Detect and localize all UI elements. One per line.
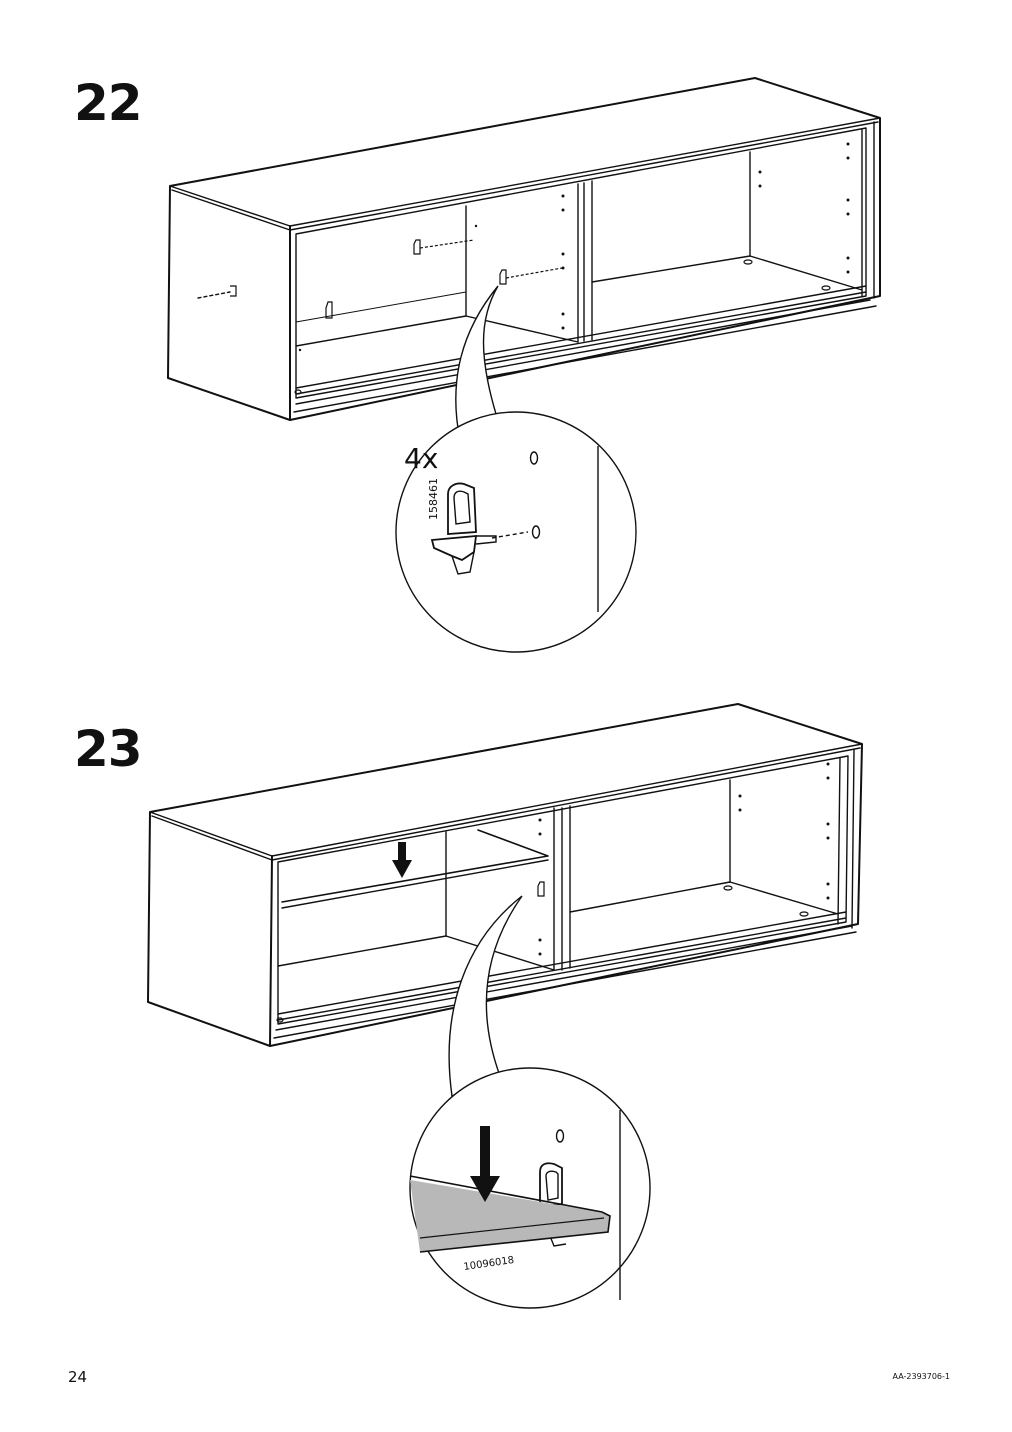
down-arrow-icon — [470, 1126, 500, 1202]
part-number-label: 158461 — [427, 478, 440, 520]
detail-circle — [395, 411, 637, 653]
step-22-illustration: 4x 158461 — [167, 77, 881, 653]
down-arrow-icon — [392, 842, 412, 878]
shelf-pin-icon — [325, 301, 333, 319]
shelf — [281, 829, 549, 903]
cabinet-outline — [147, 703, 863, 1047]
cabinet-outline — [167, 77, 881, 421]
shelf-pin-icon — [413, 239, 475, 255]
document-code: AA-2393706-1 — [892, 1372, 950, 1381]
shelf-detail — [409, 1175, 611, 1253]
step-23-number: 23 — [74, 720, 143, 778]
shelf-pin-icon — [430, 482, 497, 575]
shelf-pin-icon — [499, 267, 563, 285]
detail-circle — [409, 1067, 651, 1309]
step-22-number: 22 — [74, 74, 143, 132]
step-23-illustration: 10096018 — [147, 703, 863, 1309]
page-number: 24 — [68, 1368, 88, 1386]
quantity-label: 4x — [404, 442, 438, 475]
shelf-pin-icon — [537, 881, 545, 897]
shelf-pin-icon — [539, 1162, 567, 1247]
